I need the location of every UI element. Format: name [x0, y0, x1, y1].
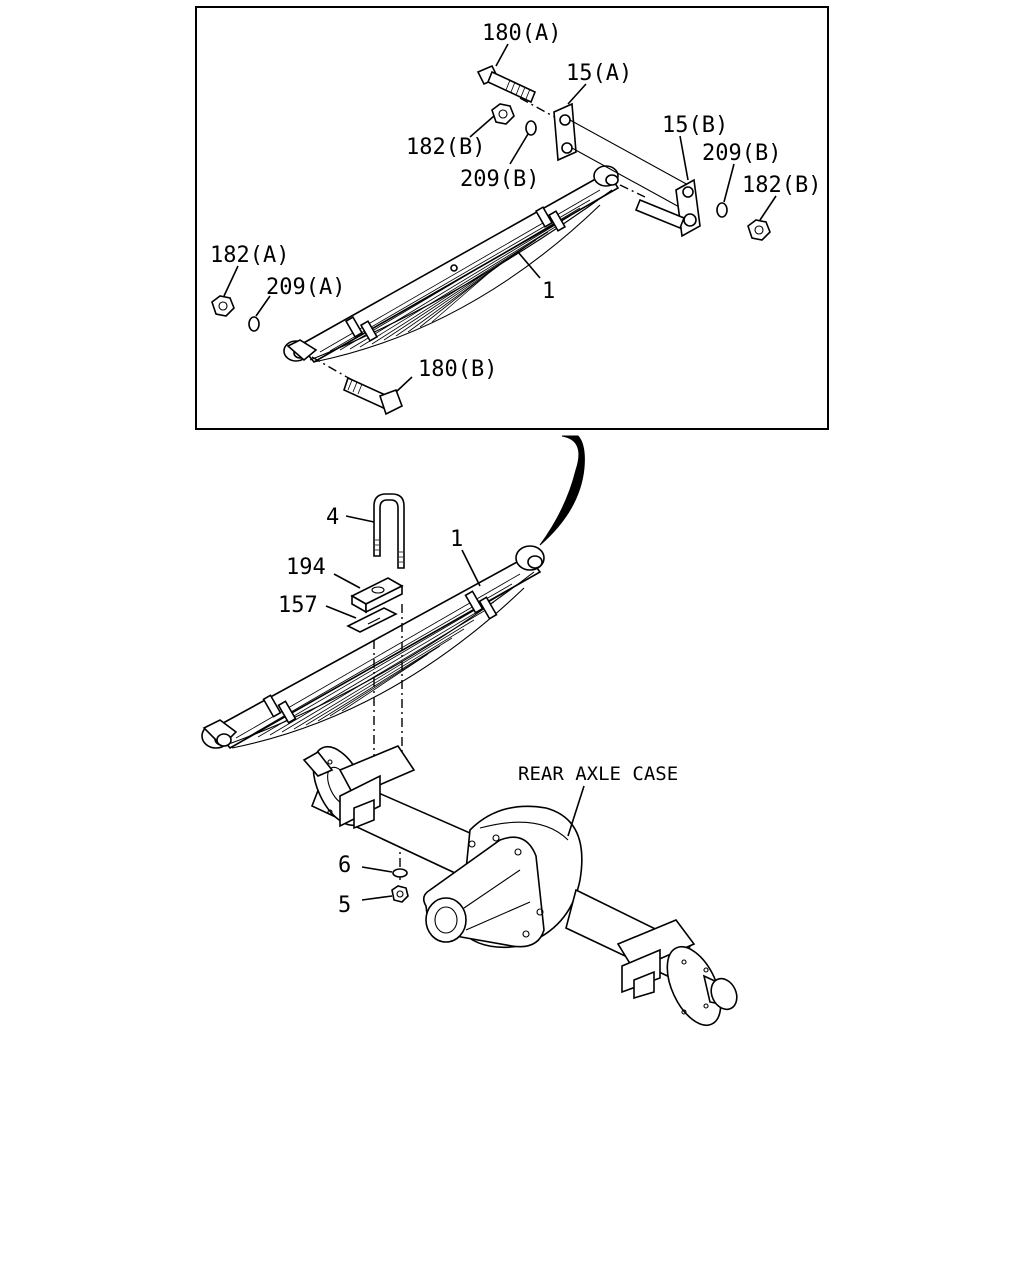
inset-leaf-spring	[283, 165, 620, 364]
label-182b-upper: 182(B)	[406, 135, 485, 160]
label-180a: 180(A)	[482, 21, 561, 46]
inset-assembly-line-a	[311, 356, 353, 381]
label-209b-upper: 209(B)	[460, 167, 539, 192]
label-209b-right: 209(B)	[702, 141, 781, 166]
leader-157	[325, 605, 357, 619]
label-6: 6	[338, 853, 351, 878]
washer-209a-icon	[248, 316, 260, 332]
leader-180b	[395, 376, 413, 393]
nut-182b-upper-icon	[491, 103, 515, 125]
leader-182b-right	[759, 195, 777, 221]
label-1-main: 1	[450, 527, 463, 552]
leader-6	[361, 866, 393, 873]
washer-209b-upper-icon	[525, 120, 537, 136]
leader-1-main	[461, 549, 481, 587]
label-15a: 15(A)	[566, 61, 632, 86]
inset-frame	[195, 6, 829, 430]
shackle-link	[553, 102, 701, 238]
leader-15b	[679, 135, 689, 181]
label-4: 4	[326, 505, 339, 530]
leader-182b-upper	[469, 115, 495, 138]
bolt-180b-icon	[343, 376, 404, 416]
main-leaf-spring	[201, 545, 545, 750]
label-rear-axle-case: REAR AXLE CASE	[518, 763, 678, 785]
leader-5	[361, 895, 393, 901]
inset-panel: 180(A) 15(A) 15(B) 182(B) 209(B) 209(B) …	[195, 6, 829, 430]
leader-182a	[223, 265, 239, 297]
main-assembly: 4 1 194 157 6 5 REAR AXLE CASE	[201, 493, 738, 1026]
nut-182b-right-icon	[747, 219, 771, 241]
label-209a: 209(A)	[266, 275, 345, 300]
leader-15a	[567, 83, 587, 105]
leader-1-inset	[517, 251, 541, 279]
inset-assembly-line-c	[619, 184, 646, 198]
leader-194	[333, 573, 361, 589]
label-1-inset: 1	[542, 279, 555, 304]
leader-4	[345, 515, 375, 523]
leader-180a	[495, 43, 509, 67]
callout-arc	[539, 435, 585, 546]
label-180b: 180(B)	[418, 357, 497, 382]
nut-5-icon	[391, 885, 409, 903]
label-5: 5	[338, 893, 351, 918]
bolt-180a-icon	[476, 64, 537, 104]
nut-182a-icon	[211, 295, 235, 317]
rear-axle-case	[302, 745, 738, 1026]
spacer-plate-icon	[346, 607, 398, 633]
label-157: 157	[278, 593, 318, 618]
inset-assembly-line-b	[519, 97, 561, 121]
label-182a: 182(A)	[210, 243, 289, 268]
leader-209a	[255, 295, 271, 317]
label-194: 194	[286, 555, 326, 580]
washer-209b-right-icon	[716, 202, 728, 218]
leader-209b-upper	[509, 133, 529, 165]
label-182b-right: 182(B)	[742, 173, 821, 198]
spring-seat-icon	[350, 577, 404, 614]
washer-6-icon	[392, 868, 408, 878]
leader-axle-case	[567, 785, 585, 837]
label-15b: 15(B)	[662, 113, 728, 138]
u-bolt-icon	[373, 493, 405, 569]
leader-209b-right	[723, 163, 735, 203]
